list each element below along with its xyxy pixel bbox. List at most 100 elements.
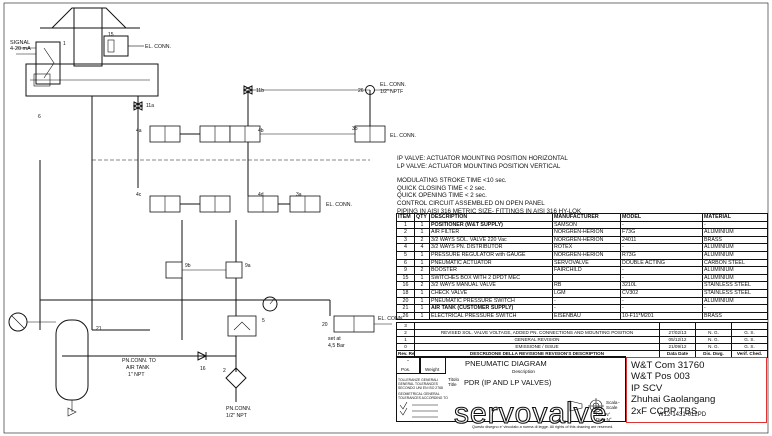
bill-of-materials: ITEM QTY DESCRIPTION MANUFACTURER MODEL …	[396, 213, 768, 321]
rev-cell: 1	[396, 336, 415, 344]
bom-cell: STAINLESS STEEL	[702, 281, 768, 290]
bom-cell: LGM	[552, 288, 621, 298]
bom-cell: CV302	[620, 288, 703, 298]
surface-finish-symbols	[399, 402, 438, 418]
bom-cell: PNEUMATIC PRESSURE SWITCH	[429, 296, 553, 306]
tag-16: 16	[200, 366, 206, 372]
rev-cell: G. S.	[731, 343, 768, 351]
rev-cell: 0	[396, 343, 415, 351]
bom-cell: 2	[414, 266, 430, 275]
weight-label: Weight	[425, 367, 440, 372]
revision-footer: Rev. Rev.DESCRIZIONE DELLA REVISIONE REV…	[396, 350, 768, 358]
rev-cell: GENERAL REVISION	[414, 336, 660, 344]
bom-cell: -	[620, 296, 703, 306]
bom-cell: -	[620, 243, 703, 252]
el-conn-2: EL. CONN.	[390, 133, 416, 139]
rev-cell: 2	[396, 329, 415, 337]
rev-cell: G. S.	[731, 336, 768, 344]
bom-cell: SWITCHES BOX WITH 2 DPDT MEC	[429, 273, 553, 283]
copyright-note: Questo disegno e' vincolato a norma di l…	[472, 425, 614, 429]
bom-cell: 1	[414, 258, 430, 268]
bom-cell: EISENBAU	[552, 311, 621, 321]
bom-cell: -	[702, 304, 768, 313]
bom-cell: 2	[414, 235, 430, 245]
el-conn-1: EL. CONN.	[145, 44, 171, 50]
bom-cell: POSITIONER (W&T SUPPLY)	[429, 220, 553, 230]
bom-cell: STAINLESS STEEL	[702, 288, 768, 298]
bom-header: ITEM QTY DESCRIPTION MANUFACTURER MODEL …	[396, 213, 768, 222]
bom-cell: 26	[396, 311, 415, 321]
air-filter	[225, 367, 247, 402]
bom-cell: FAIRCHILD	[552, 266, 621, 275]
tag-4d: 4d	[258, 192, 264, 198]
bom-cell: RB	[552, 281, 621, 290]
rev-cell: N. G.	[695, 336, 732, 344]
bom-cell: BRASS	[702, 235, 768, 245]
bom-cell: 3/2 WAYS SOL. VALVE 220 Vac	[429, 235, 553, 245]
el-conn-26: EL. CONN.	[380, 82, 406, 88]
bom-cell: ROTEX	[552, 243, 621, 252]
bom-header-item: ITEM	[396, 213, 415, 222]
bom-cell: 2	[396, 228, 415, 237]
bom-cell: NORGREN-HERION	[552, 235, 621, 245]
drawing-number: W12-1431-012PD	[658, 412, 707, 418]
bom-cell: CARBON STEEL	[702, 258, 768, 268]
bom-cell: 1	[414, 273, 430, 283]
rev-cell: 21/09/12	[659, 343, 696, 351]
tag-15: 15	[108, 32, 114, 38]
bom-cell: AIR FILTER	[429, 228, 553, 237]
tag-4b: 4b	[258, 128, 264, 134]
bom-cell: -	[552, 304, 621, 313]
bom-cell: SERVOVALVE	[552, 258, 621, 268]
bom-cell: AIR TANK (CUSTOMER SUPPLY)	[429, 304, 553, 313]
rev-cell: REVISED SOL. VALVE VOLTAGE, ADDED PN. CO…	[414, 329, 660, 337]
bom-cell: 3	[396, 235, 415, 245]
note-line: LP VALVE: ACTUATOR MOUNTING POSITION VER…	[397, 162, 561, 170]
bom-cell: 1	[396, 220, 415, 230]
el-conn-26-thread: 1/2" NPTF	[380, 89, 403, 95]
bom-cell: 5	[396, 250, 415, 260]
note-line: PIPING IN AISI 316 METRIC SIZE- FITTINGS…	[397, 207, 582, 215]
pn-tank-label: PN.CONN. TO	[122, 358, 156, 364]
bom-cell: SAMSON	[552, 220, 621, 230]
el-conn-4: EL. CONN.	[378, 316, 404, 322]
boosters	[165, 261, 243, 279]
pressure-switch-20	[333, 315, 392, 333]
bom-cell: F73G	[620, 228, 703, 237]
bom-cell: -	[620, 304, 703, 313]
bom-cell: -	[702, 220, 768, 230]
bom-cell: 24011	[620, 235, 703, 245]
diagram-title: PNEUMATIC DIAGRAM	[465, 359, 547, 368]
tag-4a: 4a	[136, 128, 142, 134]
bom-cell: PNEUMATIC ACTUATOR	[429, 258, 553, 268]
bom-cell: 21	[396, 304, 415, 313]
rev-cell	[659, 322, 696, 330]
bom-cell: -	[620, 273, 703, 283]
scale-label: Scala Scale	[606, 400, 618, 410]
rev-cell	[695, 322, 732, 330]
bom-cell: 1	[414, 311, 430, 321]
pn-conn-label: PN.CONN.	[226, 406, 251, 412]
rev-cell: G. S.	[731, 329, 768, 337]
tag-11a: 11a	[146, 103, 154, 109]
drawing-title: PDR (IP AND LP VALVES)	[464, 378, 552, 387]
rev-cell: N. G.	[695, 329, 732, 337]
stamp-line: W&T Pos 003	[631, 371, 691, 383]
bom-cell: 15	[396, 273, 415, 283]
bom-cell: 3/2 WAYS MANUAL VALVE	[429, 281, 553, 290]
pos-cell	[396, 356, 420, 374]
bom-cell: ALUMINIUM	[702, 273, 768, 283]
bom-cell: 4	[396, 243, 415, 252]
bom-cell: ALUMINIUM	[702, 228, 768, 237]
valve-11a	[132, 101, 144, 111]
stamp-line: IP SCV	[631, 382, 663, 394]
